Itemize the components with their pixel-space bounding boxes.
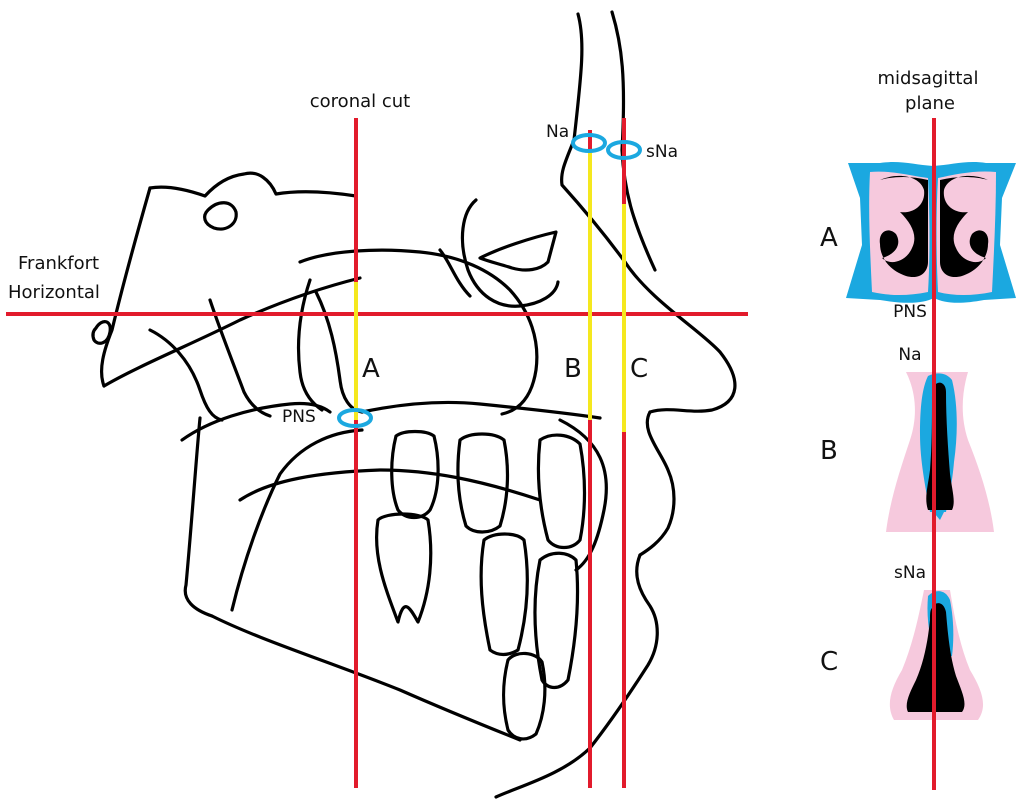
section-b-landmark: Na bbox=[898, 345, 921, 365]
sna-label: sNa bbox=[646, 142, 678, 162]
skull-outline bbox=[93, 12, 735, 797]
section-b-letter: B bbox=[820, 436, 838, 466]
section-b-cross-section bbox=[886, 372, 994, 532]
frankfort-label-line1: Frankfort bbox=[18, 253, 99, 274]
section-a-letter: A bbox=[820, 223, 838, 253]
na-label: Na bbox=[546, 122, 569, 142]
section-a-cross-section bbox=[846, 162, 1016, 303]
section-c-cross-section bbox=[890, 590, 983, 720]
section-c-landmark: sNa bbox=[894, 563, 926, 583]
cut-c-label: C bbox=[630, 354, 648, 384]
cut-b-label: B bbox=[564, 354, 582, 384]
midsagittal-label-line1: midsagittal bbox=[878, 68, 979, 89]
section-c-letter: C bbox=[820, 647, 838, 677]
frankfort-label-line2: Horizontal bbox=[8, 282, 100, 303]
section-a-landmark: PNS bbox=[893, 302, 927, 322]
pns-label: PNS bbox=[282, 407, 316, 427]
midsagittal-label-line2: plane bbox=[905, 93, 955, 114]
cut-a-label: A bbox=[362, 354, 380, 384]
coronal-cut-label: coronal cut bbox=[310, 91, 410, 112]
